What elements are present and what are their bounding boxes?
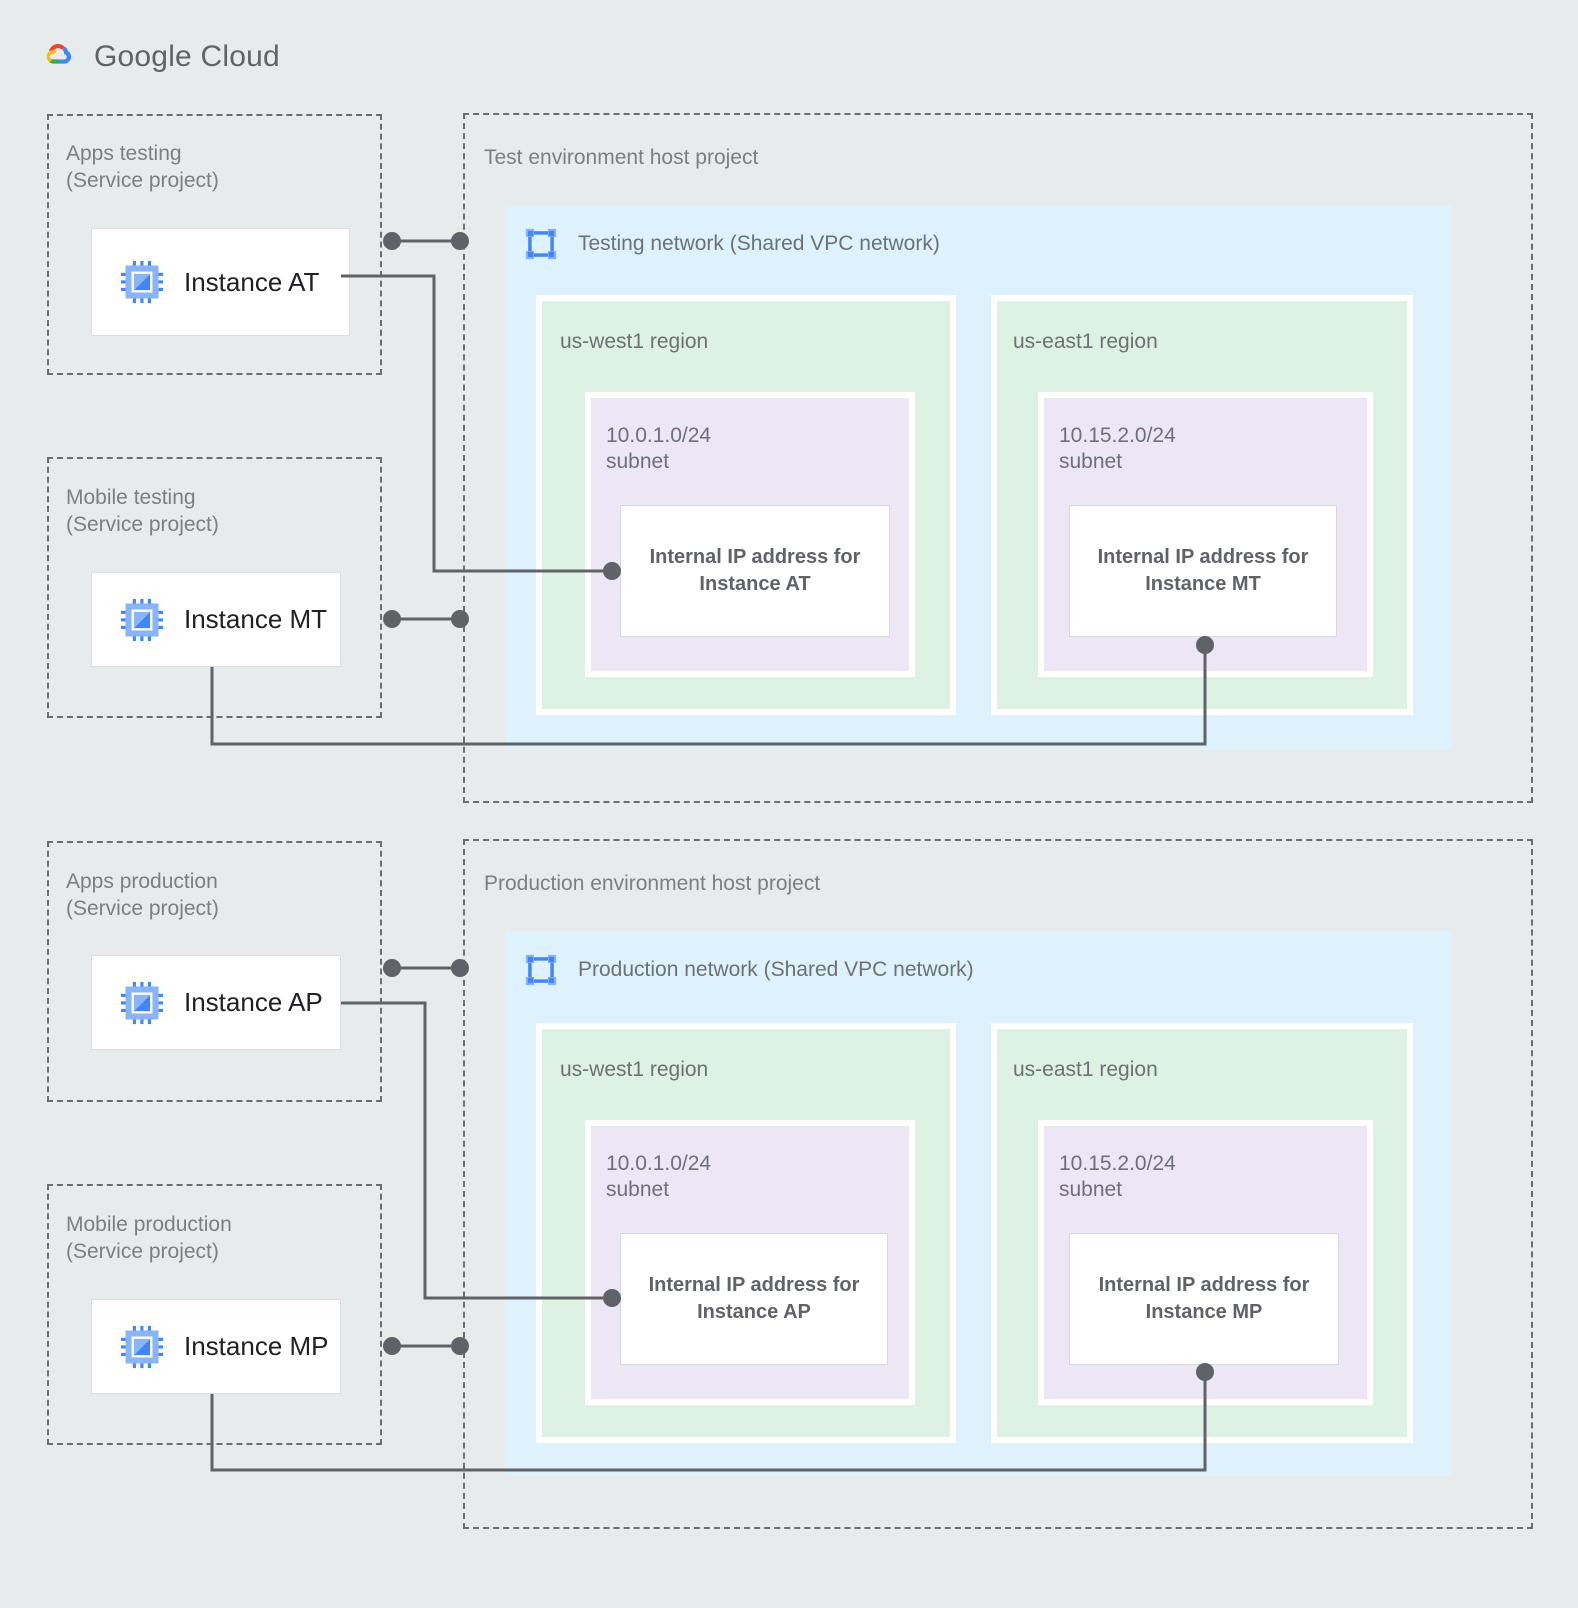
service-project-apps-production-label: Apps production (Service project) bbox=[66, 870, 219, 920]
service-project-mobile-testing-label: Mobile testing (Service project) bbox=[66, 486, 219, 536]
vpc-network-title: Testing network (Shared VPC network) bbox=[578, 232, 940, 255]
ip-reservation-instance-at: Internal IP address for Instance AT bbox=[620, 505, 890, 637]
vm-instance-icon bbox=[120, 1325, 164, 1368]
vm-instance-icon bbox=[120, 260, 164, 304]
google-cloud-logo-icon bbox=[46, 44, 72, 64]
vpc-network-icon bbox=[525, 954, 557, 986]
instance-name-label: Instance AP bbox=[184, 987, 323, 1017]
ip-reservation-text: Internal IP address for Instance MT bbox=[1097, 546, 1309, 595]
instance-card-instance-at[interactable]: Instance AT bbox=[91, 228, 350, 336]
host-project-test-environment-label: Test environment host project bbox=[484, 146, 759, 169]
brand-name: Google Cloud bbox=[94, 40, 280, 73]
attachment-apps-testing bbox=[383, 232, 469, 250]
attachment-apps-production bbox=[383, 959, 469, 977]
instance-name-label: Instance MT bbox=[184, 604, 328, 634]
region-us-east1-production-label: us-east1 region bbox=[1013, 1058, 1158, 1081]
service-project-mobile-production-label: Mobile production (Service project) bbox=[66, 1213, 232, 1263]
vm-instance-icon bbox=[120, 981, 164, 1024]
instance-card-instance-ap[interactable]: Instance AP bbox=[91, 955, 341, 1050]
subnet-10-0-1-0-24-test-label: 10.0.1.0/24 subnet bbox=[606, 424, 712, 473]
instance-name-label: Instance AT bbox=[184, 266, 320, 297]
attachment-mobile-testing bbox=[383, 610, 469, 628]
subnet-10-15-2-0-24-production-label: 10.15.2.0/24 subnet bbox=[1059, 1152, 1176, 1201]
region-us-west1-test-label: us-west1 region bbox=[560, 330, 709, 353]
ip-reservation-text: Internal IP address for Instance MP bbox=[1098, 1274, 1310, 1323]
attachment-mobile-production bbox=[383, 1337, 469, 1355]
service-project-apps-production bbox=[47, 841, 382, 1102]
ip-reservation-text: Internal IP address for Instance AT bbox=[649, 546, 861, 595]
host-project-production-environment-label: Production environment host project bbox=[484, 872, 821, 895]
instance-card-instance-mt[interactable]: Instance MT bbox=[91, 572, 341, 667]
vpc-network-testing-header: Testing network (Shared VPC network) bbox=[522, 225, 940, 263]
vpc-network-production-header: Production network (Shared VPC network) bbox=[522, 951, 974, 989]
vm-instance-icon bbox=[120, 598, 164, 641]
ip-reservation-instance-mt: Internal IP address for Instance MT bbox=[1069, 505, 1337, 637]
vpc-network-icon bbox=[525, 228, 557, 260]
vpc-network-title: Production network (Shared VPC network) bbox=[578, 958, 974, 981]
instance-card-instance-mp[interactable]: Instance MP bbox=[91, 1299, 341, 1394]
service-project-apps-testing-label: Apps testing (Service project) bbox=[66, 142, 219, 192]
google-cloud-logo: Google Cloud bbox=[34, 34, 280, 80]
region-us-east1-test-label: us-east1 region bbox=[1013, 330, 1158, 353]
instance-name-label: Instance MP bbox=[184, 1331, 329, 1361]
ip-reservation-text: Internal IP address for Instance AP bbox=[648, 1274, 860, 1323]
subnet-10-0-1-0-24-production-label: 10.0.1.0/24 subnet bbox=[606, 1152, 712, 1201]
region-us-west1-production-label: us-west1 region bbox=[560, 1058, 709, 1081]
subnet-10-15-2-0-24-test-label: 10.15.2.0/24 subnet bbox=[1059, 424, 1176, 473]
ip-reservation-instance-mp: Internal IP address for Instance MP bbox=[1069, 1233, 1339, 1365]
ip-reservation-instance-ap: Internal IP address for Instance AP bbox=[620, 1233, 888, 1365]
service-project-apps-testing bbox=[47, 114, 382, 375]
